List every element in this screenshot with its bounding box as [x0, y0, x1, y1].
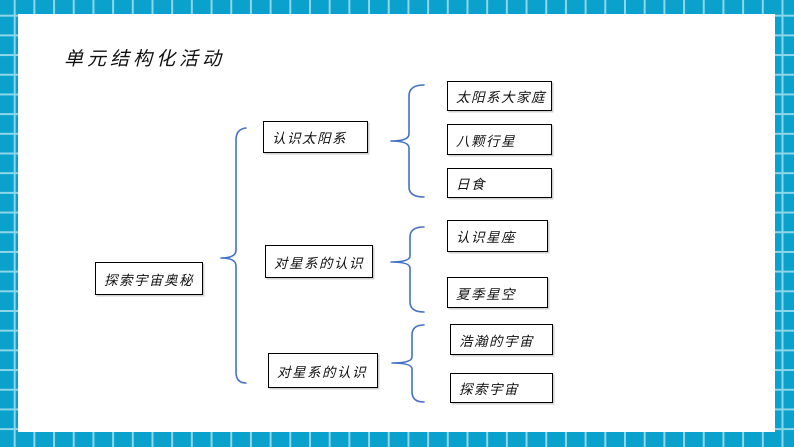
- content-panel: [18, 14, 775, 432]
- leaf-node: 日食: [447, 168, 552, 198]
- leaf-node: 探索宇宙: [450, 373, 553, 403]
- leaf-node: 认识星座: [447, 220, 548, 252]
- branch-node-galaxies-1: 对星系的认识: [265, 245, 373, 278]
- leaf-node: 夏季星空: [447, 277, 548, 308]
- slide-title: 单元结构化活动: [64, 48, 226, 70]
- leaf-node: 浩瀚的宇宙: [450, 324, 553, 355]
- leaf-node: 八颗行星: [447, 124, 552, 155]
- root-node: 探索宇宙奥秘: [95, 262, 203, 295]
- branch-node-solar-system: 认识太阳系: [263, 121, 368, 153]
- branch-node-galaxies-2: 对星系的认识: [268, 353, 378, 388]
- leaf-node: 太阳系大家庭: [447, 81, 552, 111]
